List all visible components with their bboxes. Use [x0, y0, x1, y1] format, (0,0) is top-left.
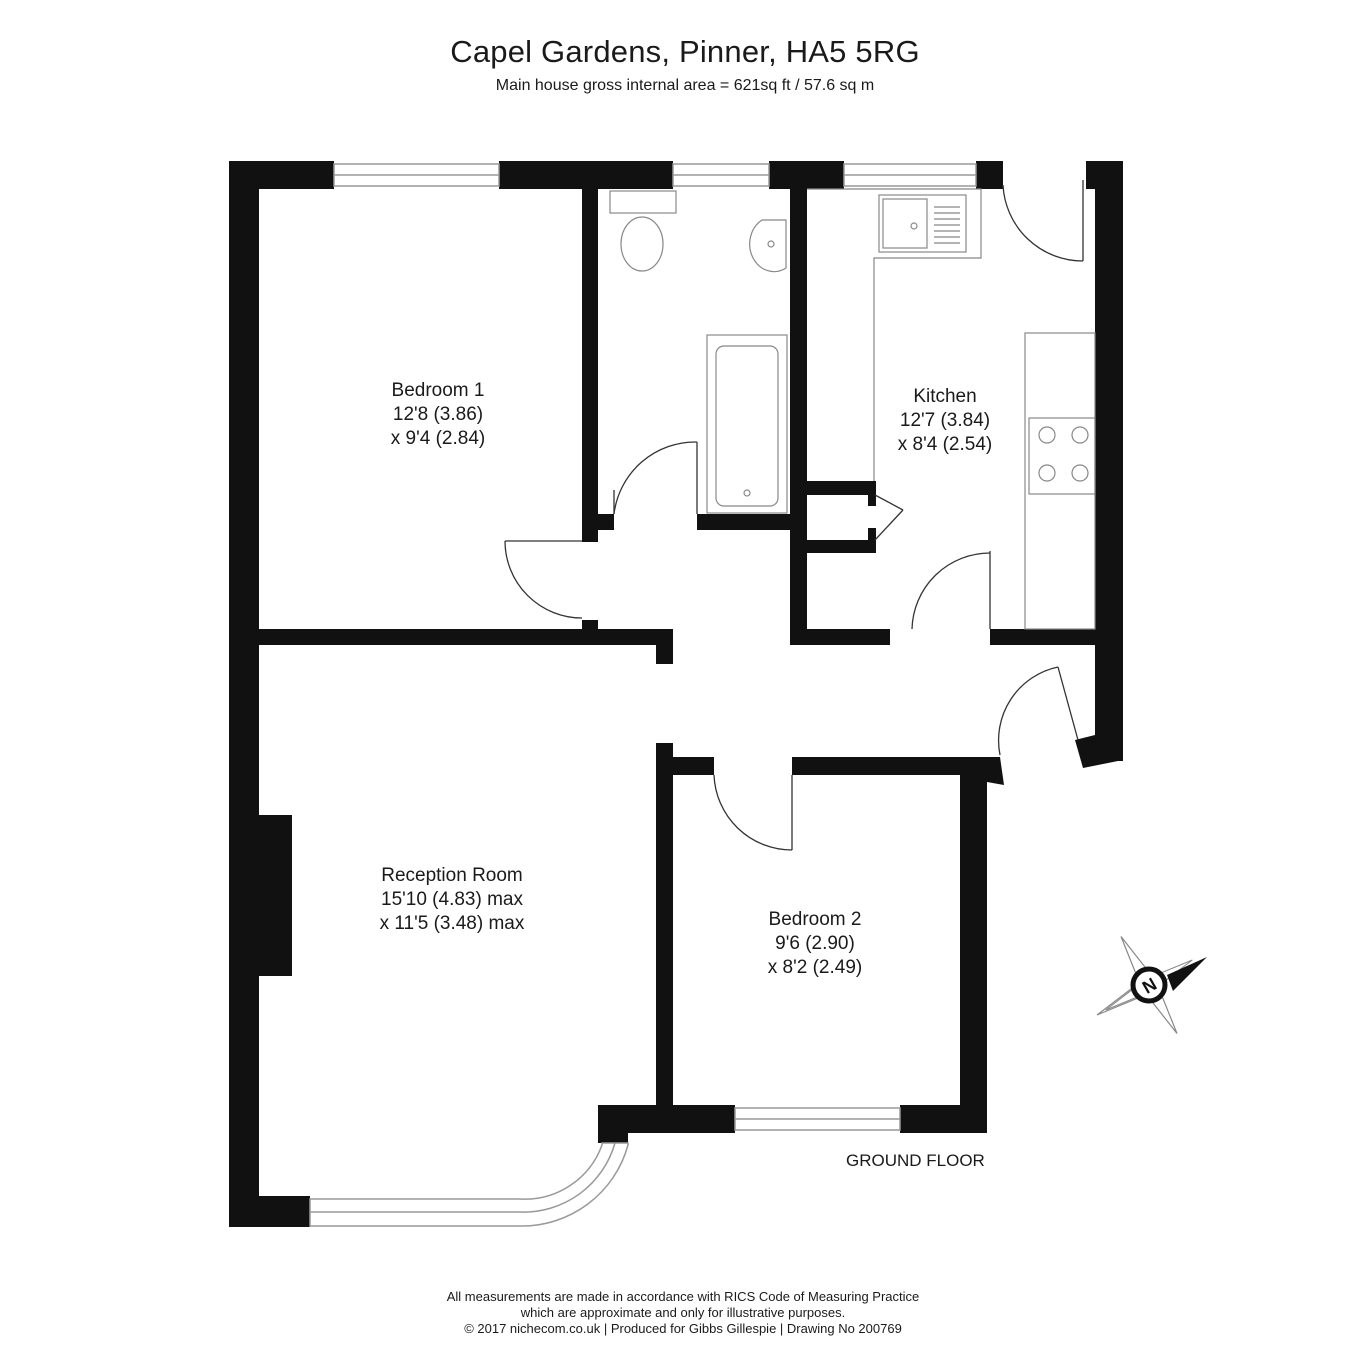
wall	[582, 185, 598, 542]
wall	[598, 1105, 628, 1143]
bathtub	[706, 334, 788, 514]
footer-line: © 2017 nichecom.co.uk | Produced for Gib…	[464, 1321, 902, 1336]
footer-disclaimer: All measurements are made in accordance …	[0, 1289, 1350, 1337]
room-dimension: x 8'2 (2.49)	[767, 957, 863, 978]
walls	[229, 161, 1123, 1227]
room-name: Bedroom 1	[391, 380, 485, 401]
wall	[807, 481, 875, 495]
wall	[769, 161, 844, 189]
toilet-bowl	[620, 216, 664, 272]
room-dimension: 12'8 (3.86)	[392, 404, 484, 425]
hob	[1028, 417, 1096, 495]
wall	[807, 540, 875, 553]
footer-line: which are approximate and only for illus…	[520, 1305, 846, 1320]
wall	[499, 161, 673, 189]
bay-window	[309, 1142, 629, 1227]
room-label-kitchen: Kitchen 12'7 (3.84) x 8'4 (2.54)	[825, 385, 1065, 457]
room-name: Reception Room	[381, 865, 523, 886]
wall	[900, 1105, 987, 1133]
room-label-bedroom-1: Bedroom 1 12'8 (3.86) x 9'4 (2.84)	[318, 379, 558, 451]
wall	[1075, 728, 1123, 768]
compass-icon: N	[1096, 936, 1207, 1034]
wall	[255, 815, 292, 976]
basin	[749, 219, 787, 273]
room-name: Bedroom 2	[768, 909, 862, 930]
wall	[976, 161, 1003, 189]
wall	[990, 629, 1095, 645]
wall	[1095, 161, 1123, 761]
room-dimension: 9'6 (2.90)	[775, 933, 855, 954]
room-dimension: x 9'4 (2.84)	[390, 428, 486, 449]
room-label-bedroom-2: Bedroom 2 9'6 (2.90) x 8'2 (2.49)	[695, 908, 935, 980]
wall	[792, 757, 997, 775]
room-dimension: x 8'4 (2.54)	[897, 434, 993, 455]
wall	[598, 514, 614, 530]
footer-line: All measurements are made in accordance …	[446, 1289, 920, 1304]
wall	[255, 629, 673, 645]
doors	[504, 180, 1084, 851]
room-dimension: x 11'5 (3.48) max	[379, 913, 525, 934]
room-name: Kitchen	[913, 386, 977, 407]
wall	[697, 514, 807, 530]
wall	[229, 1196, 310, 1227]
wall	[868, 481, 876, 506]
worktop-right	[1024, 332, 1096, 630]
wall	[790, 629, 890, 645]
kitchen-sink	[878, 194, 967, 253]
wall	[656, 743, 673, 1133]
wall	[960, 757, 1004, 1133]
room-label-reception-room: Reception Room 15'10 (4.83) max x 11'5 (…	[332, 864, 572, 936]
gross-area: Main house gross internal area = 621sq f…	[495, 77, 875, 94]
wall	[868, 528, 876, 553]
room-dimension: 15'10 (4.83) max	[381, 889, 523, 910]
wall	[229, 161, 259, 1227]
fixtures	[609, 188, 1096, 630]
room-dimension: 12'7 (3.84)	[899, 410, 991, 431]
worktop	[807, 188, 982, 481]
wall	[656, 757, 714, 775]
toilet-cistern	[609, 190, 677, 214]
wall	[656, 629, 673, 664]
plan-title: Capel Gardens, Pinner, HA5 5RG	[450, 34, 920, 69]
floor-label: GROUND FLOOR	[846, 1151, 985, 1170]
wall	[790, 185, 807, 645]
windows	[309, 163, 977, 1227]
